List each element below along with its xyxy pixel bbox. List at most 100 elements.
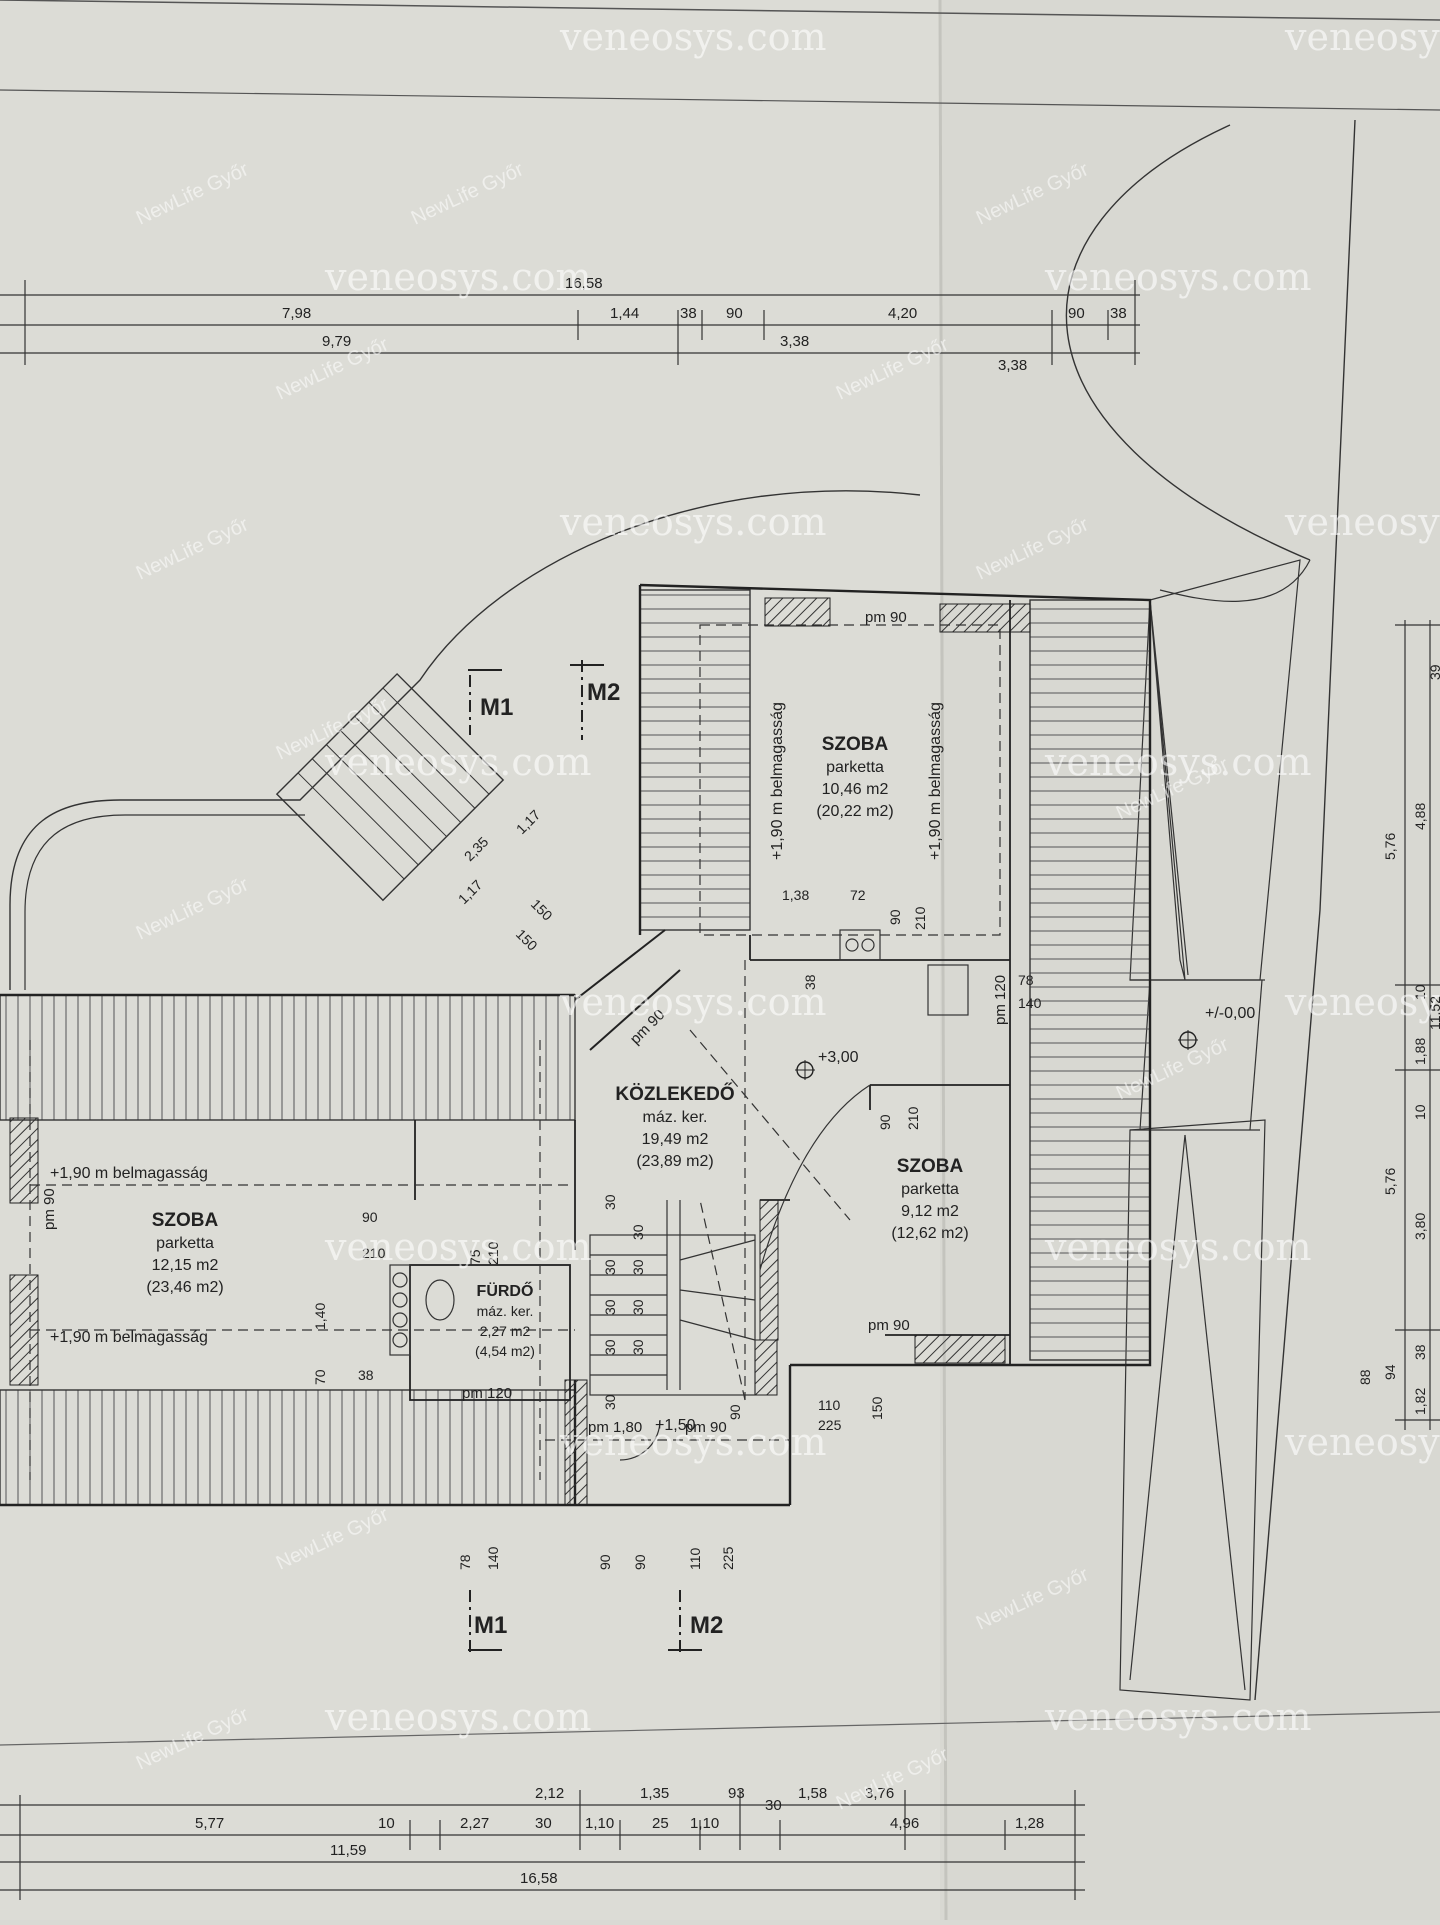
note-belmag-2: +1,90 m belmagasság [50,1329,208,1346]
svg-text:72: 72 [850,887,866,903]
site-curve [1065,124,1311,561]
site-boundary [1254,119,1356,1701]
svg-text:parketta: parketta [826,759,884,776]
svg-text:90: 90 [362,1209,378,1225]
svg-text:KÖZLEKEDŐ: KÖZLEKEDŐ [615,1083,734,1105]
svg-text:(20,22 m2): (20,22 m2) [816,803,893,820]
svg-text:90: 90 [632,1554,648,1570]
dim-top-6: 90 [1068,305,1085,322]
svg-text:(12,62 m2): (12,62 m2) [891,1225,968,1242]
dim-bottom-8: 2,27 [460,1815,489,1832]
svg-text:38: 38 [802,974,818,990]
dim-top-9: 3,38 [780,333,809,350]
room-furdo: FÜRDŐ máz. ker. 2,27 m2 (4,54 m2) [475,1281,535,1359]
svg-text:30: 30 [630,1299,646,1315]
svg-text:110: 110 [818,1397,841,1413]
pm-90-right: pm 90 [868,1317,910,1334]
svg-text:10: 10 [1412,984,1428,1000]
dim-bottom-15: 1,28 [1015,1815,1044,1832]
svg-text:veneosys.com: veneosys.com [1284,980,1440,1024]
section-marker-m1-bottom: M1 [468,1590,507,1655]
dim-top-5: 4,20 [888,305,917,322]
svg-text:210: 210 [912,906,928,930]
note-belmag-3: +1,90 m belmagasság [769,702,786,860]
svg-text:1,82: 1,82 [1412,1388,1428,1415]
dim-bottom-10: 1,10 [585,1815,614,1832]
roof-hatch-areas [0,589,1151,1506]
room-szoba-3: SZOBA parketta 12,15 m2 (23,46 m2) [146,1210,223,1296]
svg-text:1,40: 1,40 [312,1303,328,1330]
dim-bottom-5: 3,76 [865,1785,894,1802]
level-300: +3,00 [818,1049,859,1066]
pm-90-bottom: pm 90 [685,1419,727,1436]
svg-text:210: 210 [485,1241,501,1265]
svg-text:parketta: parketta [901,1181,959,1198]
dim-top-10: 3,38 [998,357,1027,374]
svg-text:150: 150 [869,1396,885,1420]
svg-text:máz. ker.: máz. ker. [643,1109,708,1126]
svg-text:10: 10 [1412,1104,1428,1120]
section-marker-m2-bottom: M2 [668,1590,723,1655]
dim-bottom-16: 11,59 [330,1842,366,1859]
internal-stair [589,1200,756,1396]
svg-text:4,88: 4,88 [1412,803,1428,830]
svg-text:210: 210 [362,1245,386,1261]
svg-text:70: 70 [312,1369,328,1385]
svg-text:3,80: 3,80 [1412,1213,1428,1240]
svg-text:39: 39 [1427,664,1440,680]
svg-text:30: 30 [602,1259,618,1275]
dim-top-8: 9,79 [322,333,351,350]
pm-120-bath: pm 120 [462,1385,512,1402]
svg-text:veneosys.com: veneosys.com [1044,1225,1312,1269]
top-dimensions [0,280,1140,365]
svg-text:veneosys.com: veneosys.com [1284,15,1440,59]
dim-top-1: 7,98 [282,305,311,322]
svg-text:1,88: 1,88 [1412,1038,1428,1065]
room-kozlekedo: KÖZLEKEDŐ máz. ker. 19,49 m2 (23,89 m2) [615,1083,734,1170]
svg-text:75: 75 [467,1249,483,1265]
section-marker-m1-top: M1 [468,669,513,735]
svg-text:38: 38 [358,1367,374,1383]
svg-text:veneosys.com: veneosys.com [324,740,592,784]
svg-text:2,27 m2: 2,27 m2 [480,1323,531,1339]
svg-text:12,15 m2: 12,15 m2 [152,1257,219,1274]
dim-bottom-11: 25 [652,1815,669,1832]
note-belmag-1: +1,90 m belmagasság [50,1165,208,1182]
svg-text:veneosys.com: veneosys.com [324,1225,592,1269]
pm-180: pm 1,80 [588,1419,642,1436]
svg-text:30: 30 [602,1394,618,1410]
entrance-stair [275,672,505,902]
svg-text:88: 88 [1357,1369,1373,1385]
svg-text:veneosys.com: veneosys.com [1284,500,1440,544]
dim-bottom-3: 93 [728,1785,745,1802]
svg-text:225: 225 [720,1546,736,1570]
dim-top-total: 16,58 [565,275,603,292]
svg-text:90: 90 [727,1404,743,1420]
svg-text:parketta: parketta [156,1235,214,1252]
svg-text:(23,89 m2): (23,89 m2) [636,1153,713,1170]
svg-text:SZOBA: SZOBA [897,1156,964,1177]
svg-text:veneosys.com: veneosys.com [324,255,592,299]
dim-bottom-4: 1,58 [798,1785,827,1802]
svg-text:30: 30 [602,1299,618,1315]
svg-text:19,49 m2: 19,49 m2 [642,1131,709,1148]
svg-text:140: 140 [1018,995,1042,1011]
svg-text:M1: M1 [474,1612,507,1639]
dim-bottom-2: 1,35 [640,1785,669,1802]
svg-text:veneosys.com: veneosys.com [324,1695,592,1739]
svg-text:30: 30 [630,1224,646,1240]
dim-bottom-13: 30 [765,1797,782,1814]
dim-bottom-1: 2,12 [535,1785,564,1802]
room-szoba-2: SZOBA parketta 9,12 m2 (12,62 m2) [891,1156,968,1242]
dim-top-3: 38 [680,305,697,322]
terrace-outline [9,490,921,990]
level-150: +1,50 [655,1417,696,1434]
pm-90-top: pm 90 [865,609,907,626]
height-lines [29,624,1001,1480]
svg-text:veneosys.com: veneosys.com [559,15,827,59]
dim-bottom-14: 4,96 [890,1815,919,1832]
svg-text:(23,46 m2): (23,46 m2) [146,1279,223,1296]
svg-text:90: 90 [887,909,903,925]
